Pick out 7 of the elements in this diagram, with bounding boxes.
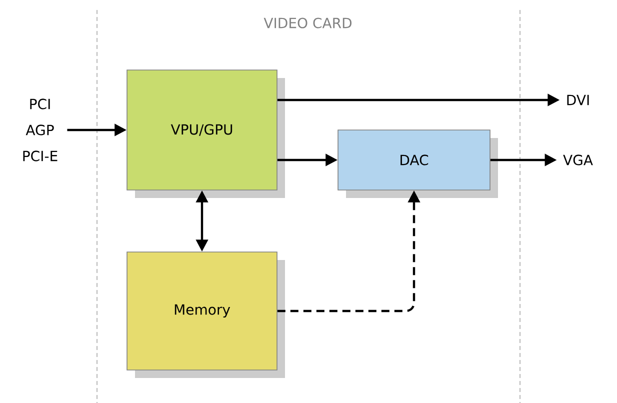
port-label: DVI bbox=[567, 94, 589, 106]
process-box: DAC bbox=[338, 130, 498, 198]
port-label: VGA bbox=[563, 154, 593, 166]
port-label: PCI AGP PCI-E bbox=[23, 98, 58, 162]
process-box: VPU/GPU bbox=[126, 70, 285, 198]
process-box: Memory bbox=[126, 252, 285, 378]
section-title: VIDEO CARD bbox=[264, 18, 352, 28]
